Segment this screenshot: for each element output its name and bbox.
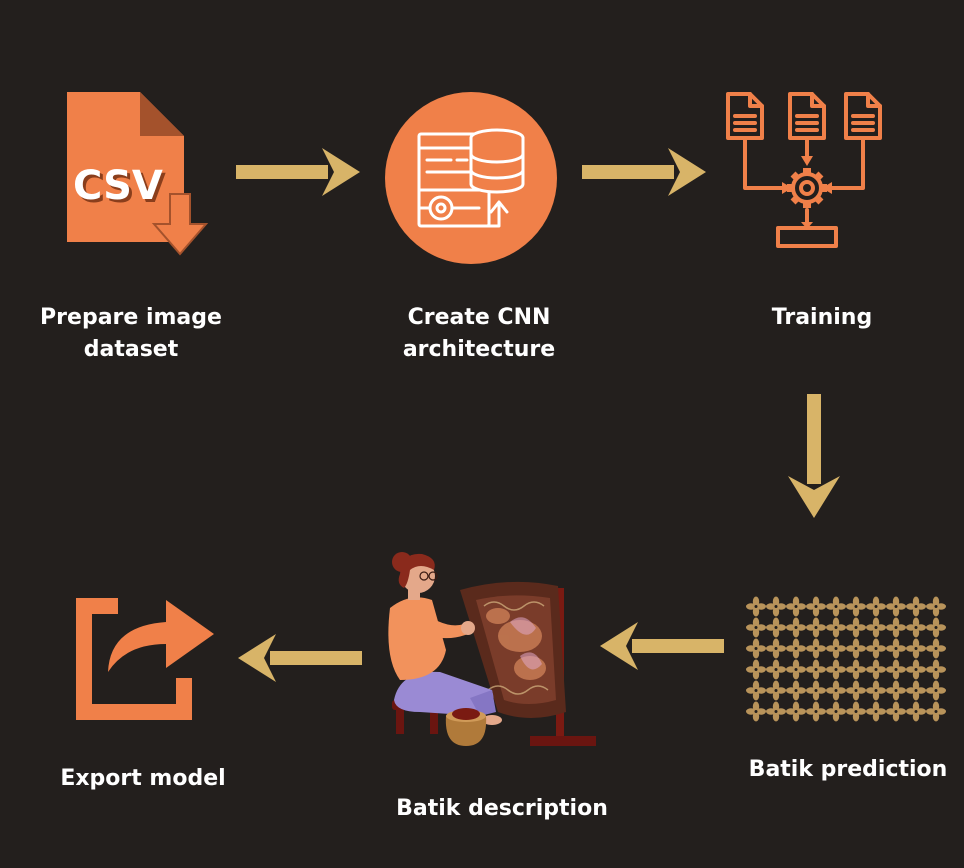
- batik-motif: [906, 701, 926, 722]
- batik-motif: [766, 680, 786, 701]
- csv-text-shadow: CSV: [76, 166, 166, 212]
- batik-motif: [886, 680, 906, 701]
- batik-motif: [806, 638, 826, 659]
- batik-motif: [926, 596, 946, 617]
- batik-motif: [866, 638, 886, 659]
- batik-motif: [806, 617, 826, 638]
- batik-motif: [766, 617, 786, 638]
- batik-motif: [746, 680, 766, 701]
- batik-motif: [746, 638, 766, 659]
- label-prediction-line-1: Batik prediction: [748, 757, 948, 782]
- batik-motif: [786, 680, 806, 701]
- label-training-line-1: Training: [771, 305, 873, 330]
- batik-motif: [866, 680, 886, 701]
- label-create-cnn-architecture: Create CNN architecture: [372, 302, 586, 366]
- batik-motif: [906, 617, 926, 638]
- label-cnn-line-2: architecture: [402, 337, 556, 362]
- batik-pattern-icon: [746, 596, 946, 724]
- arrow-down: [786, 394, 842, 520]
- arrow-right-2: [582, 146, 708, 198]
- batik-motif: [826, 680, 846, 701]
- batik-motif: [826, 638, 846, 659]
- batik-motif: [846, 638, 866, 659]
- batik-motif: [826, 701, 846, 722]
- batik-motif: [866, 701, 886, 722]
- csv-text: CSV: [73, 163, 163, 209]
- batik-motif: [766, 638, 786, 659]
- batik-motif: [746, 596, 766, 617]
- batik-motif: [826, 659, 846, 680]
- batik-motif: [866, 596, 886, 617]
- batik-motif: [846, 659, 866, 680]
- batik-motif: [826, 596, 846, 617]
- batik-motif: [806, 701, 826, 722]
- batik-motif: [826, 617, 846, 638]
- arrow-left-2: [236, 632, 362, 684]
- batik-motif: [786, 638, 806, 659]
- batik-motif: [746, 701, 766, 722]
- label-export-model: Export model: [40, 763, 246, 795]
- batik-motif: [906, 659, 926, 680]
- batik-motif: [746, 617, 766, 638]
- batik-artisan-illustration: [380, 540, 620, 755]
- label-export-line-1: Export model: [60, 766, 226, 791]
- label-prepare-image-dataset: Prepare image dataset: [20, 302, 242, 366]
- batik-motif: [846, 680, 866, 701]
- batik-motif: [766, 701, 786, 722]
- label-description-line-1: Batik description: [396, 796, 608, 821]
- batik-motif: [866, 617, 886, 638]
- batik-motif: [886, 701, 906, 722]
- export-icon: [66, 586, 226, 726]
- batik-motif: [886, 617, 906, 638]
- batik-motif: [926, 617, 946, 638]
- arrow-right-1: [236, 146, 362, 198]
- batik-motif: [806, 659, 826, 680]
- batik-motif: [906, 596, 926, 617]
- label-prepare-line-1: Prepare image: [40, 305, 222, 330]
- batik-motif: [926, 638, 946, 659]
- cnn-architecture-icon: [383, 90, 559, 266]
- training-process-icon: [720, 90, 900, 255]
- label-training: Training: [742, 302, 902, 334]
- arrow-left-1: [598, 620, 724, 672]
- batik-motif: [786, 617, 806, 638]
- batik-motif: [906, 680, 926, 701]
- label-cnn-line-1: Create CNN: [407, 305, 551, 330]
- batik-motif: [786, 659, 806, 680]
- label-batik-description: Batik description: [382, 793, 622, 825]
- csv-file-download-icon: CSV CSV: [62, 90, 212, 260]
- label-batik-prediction: Batik prediction: [738, 754, 958, 786]
- batik-motif: [886, 596, 906, 617]
- batik-motif: [766, 596, 786, 617]
- batik-motif: [886, 638, 906, 659]
- batik-motif: [866, 659, 886, 680]
- label-prepare-line-2: dataset: [83, 337, 179, 362]
- batik-motif: [906, 638, 926, 659]
- batik-motif: [806, 596, 826, 617]
- batik-motif: [746, 659, 766, 680]
- batik-motif: [846, 596, 866, 617]
- batik-motif: [786, 596, 806, 617]
- batik-motif: [846, 701, 866, 722]
- batik-motif: [846, 617, 866, 638]
- batik-motif: [766, 659, 786, 680]
- batik-motif: [926, 659, 946, 680]
- batik-motif: [886, 659, 906, 680]
- batik-motif: [806, 680, 826, 701]
- batik-motif: [926, 680, 946, 701]
- batik-motif: [786, 701, 806, 722]
- batik-motif: [926, 701, 946, 722]
